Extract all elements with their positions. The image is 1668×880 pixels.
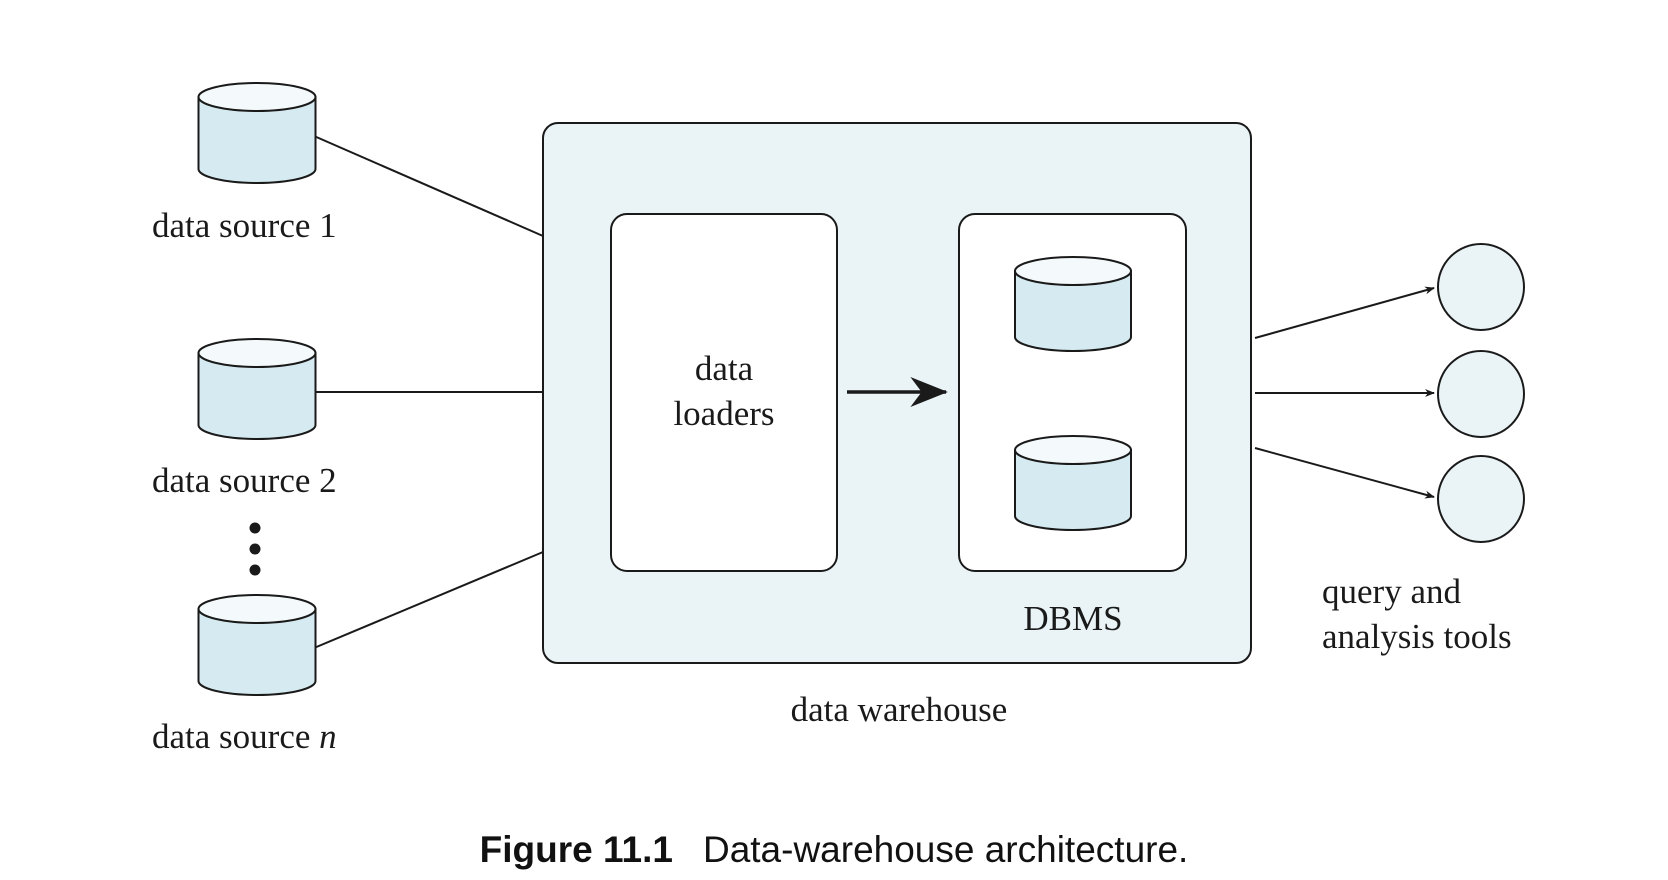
database-icon xyxy=(1014,435,1132,531)
figure-number: Figure 11.1 xyxy=(480,829,673,870)
database-icon xyxy=(197,338,317,440)
warehouse-to-tool-3-arrow xyxy=(1254,447,1435,499)
database-icon xyxy=(197,594,317,696)
source-label-1: data source 1 xyxy=(152,206,337,245)
figure-title: Data-warehouse architecture. xyxy=(703,829,1188,870)
tools-label-line2: analysis tools xyxy=(1322,617,1512,656)
tool-circle-1 xyxy=(1437,243,1525,331)
source-label-n: data source n xyxy=(152,717,337,756)
source-label-2: data source 2 xyxy=(152,461,337,500)
database-icon xyxy=(1014,256,1132,352)
tool-circle-2 xyxy=(1437,350,1525,438)
data-loaders-label-line2: loaders xyxy=(673,394,774,433)
ellipsis-dots xyxy=(249,522,261,576)
tool-circle-3 xyxy=(1437,455,1525,543)
warehouse-to-tool-1-arrow xyxy=(1254,286,1435,339)
figure-caption: Figure 11.1 Data-warehouse architecture. xyxy=(480,829,1189,870)
connector-source-1 xyxy=(313,135,544,237)
database-icon xyxy=(197,82,317,184)
data-loaders-box xyxy=(610,213,838,572)
connector-source-n xyxy=(313,551,544,649)
dbms-label: DBMS xyxy=(1023,599,1122,638)
tools-label-line1: query and xyxy=(1322,572,1461,611)
data-warehouse-label: data warehouse xyxy=(791,690,1008,729)
data-loaders-label-line1: data xyxy=(695,349,754,388)
